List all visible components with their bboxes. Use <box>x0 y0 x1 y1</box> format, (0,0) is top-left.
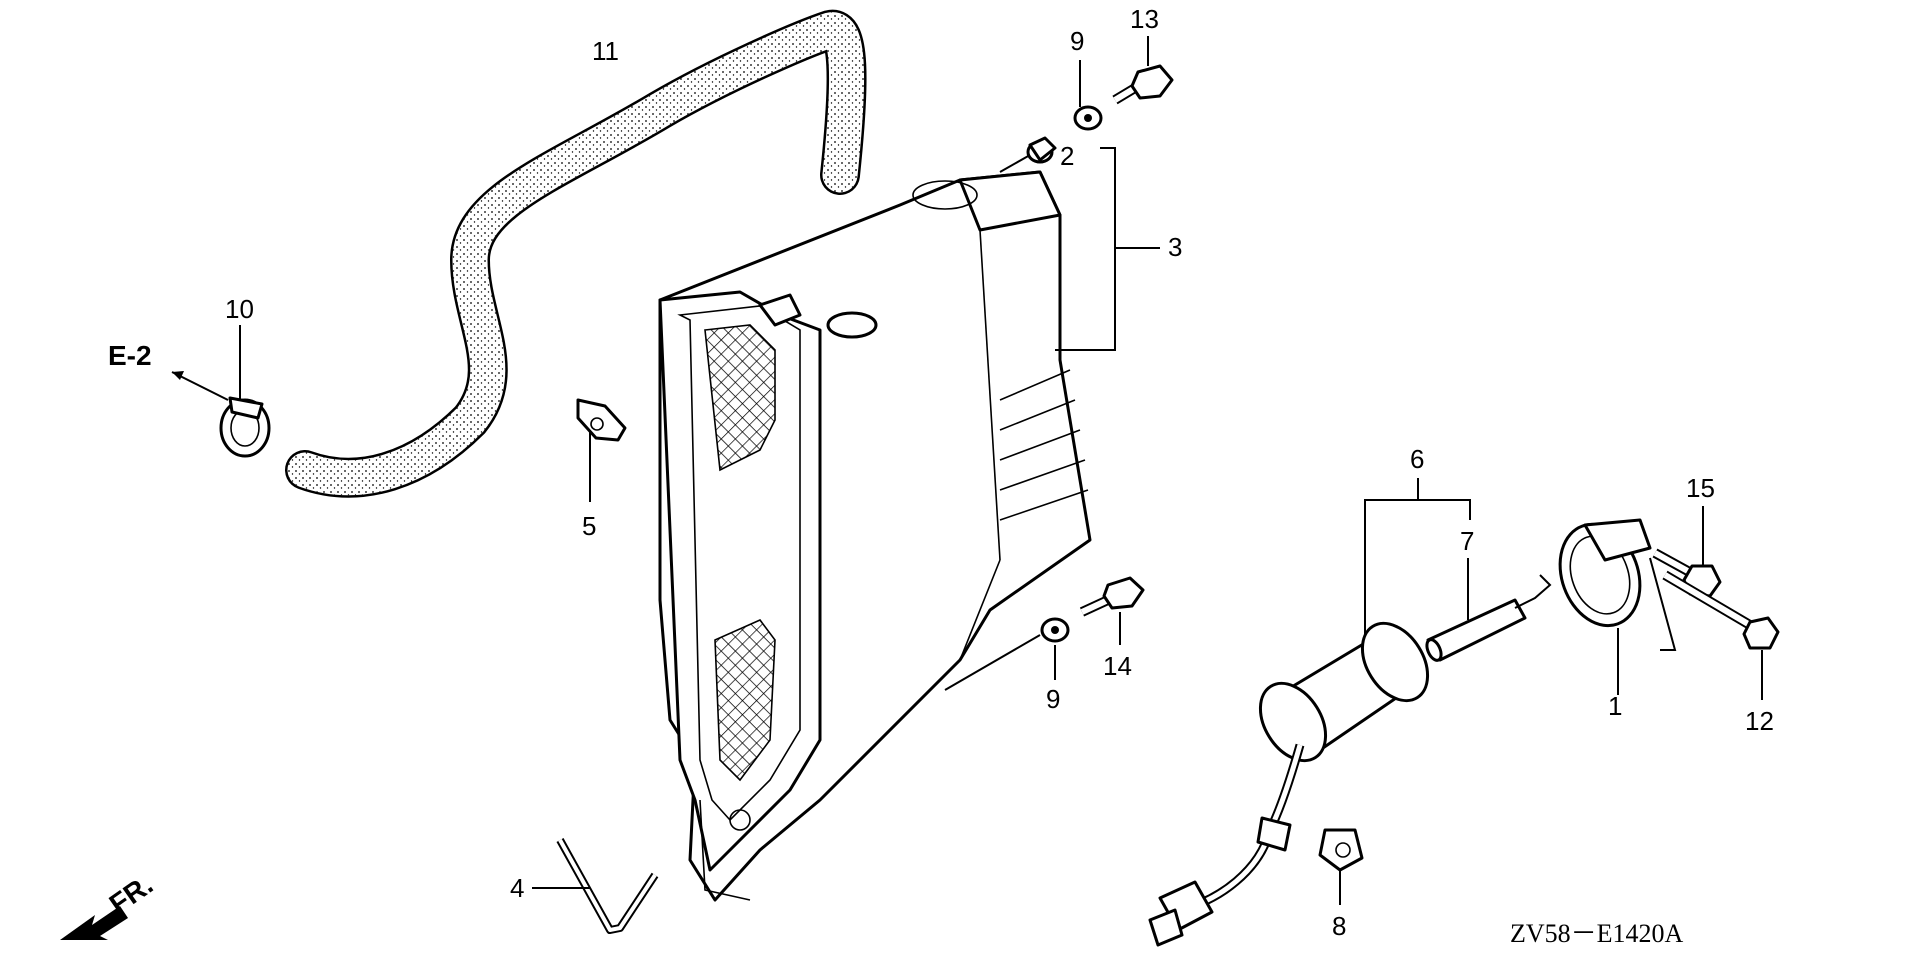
breather-hose-part <box>285 9 867 498</box>
front-direction-arrow <box>60 906 128 940</box>
callout-9-top: 9 <box>1070 26 1084 56</box>
callout-11: 11 <box>592 36 619 66</box>
callout-14: 14 <box>1103 651 1132 681</box>
callout-1: 1 <box>1608 691 1622 721</box>
callout-9-lower: 9 <box>1046 684 1060 714</box>
callout-4: 4 <box>510 873 524 903</box>
callout-2: 2 <box>1060 141 1074 171</box>
band-clamp-part <box>1558 518 1652 628</box>
collar-part <box>1026 136 1057 164</box>
callout-7: 7 <box>1460 526 1474 556</box>
air-cleaner-housing-part <box>658 170 1092 902</box>
callout-10: 10 <box>225 294 254 324</box>
sensor-pin-part <box>1425 574 1552 662</box>
callout-13: 13 <box>1130 4 1159 34</box>
filter-assembly-part <box>1148 621 1430 947</box>
callout-6: 6 <box>1410 444 1424 474</box>
wire-clip-part <box>556 838 659 934</box>
callout-5: 5 <box>582 511 596 541</box>
clip-part <box>576 398 627 442</box>
hose-clamp-part <box>219 396 271 458</box>
callout-8: 8 <box>1332 911 1346 941</box>
washer-lower-part <box>1040 617 1070 643</box>
bolt-13-part <box>1112 64 1174 105</box>
callout-15: 15 <box>1686 473 1715 503</box>
bolt-12-part <box>1662 570 1780 650</box>
diagram-code: ZV58－E1420A <box>1510 919 1684 948</box>
bolt-14-part <box>1079 576 1145 617</box>
small-clamp-part <box>1318 828 1364 872</box>
reference-e2: E-2 <box>108 340 152 371</box>
callout-12: 12 <box>1745 706 1774 736</box>
callout-3: 3 <box>1168 232 1182 262</box>
washer-top-part <box>1073 105 1103 131</box>
